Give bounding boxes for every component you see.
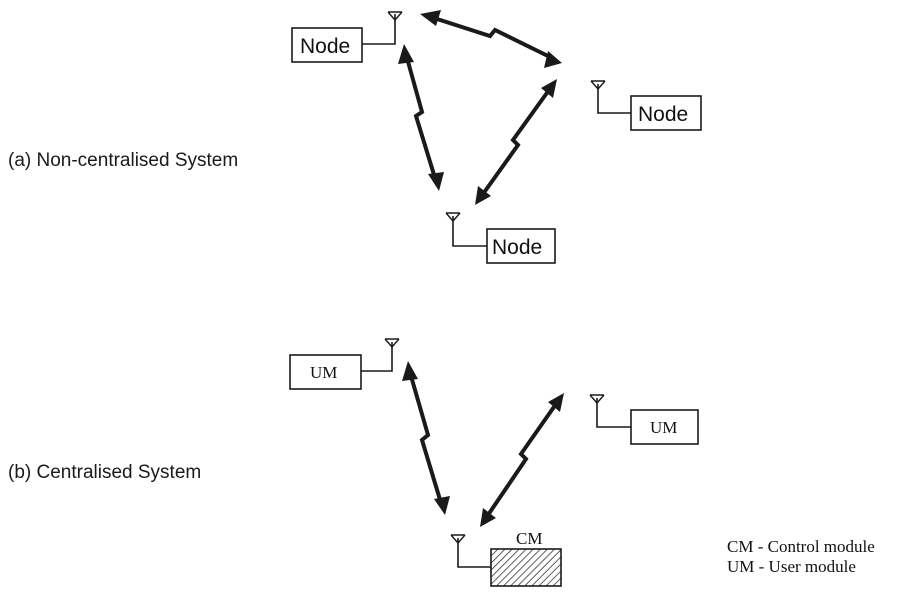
um-right: UM xyxy=(589,394,699,445)
cm-control-module: CM xyxy=(450,529,562,587)
um-label: UM xyxy=(310,363,337,382)
node-wire xyxy=(597,84,631,114)
node-wire xyxy=(362,14,396,45)
non-centralised-system: (a) Non-centralised System Node Node Nod… xyxy=(8,10,702,264)
node-bottom: Node xyxy=(445,212,556,264)
cm-label: CM xyxy=(516,529,542,548)
node-label: Node xyxy=(638,103,688,126)
antenna-icon xyxy=(450,534,466,545)
legend-cm: CM - Control module xyxy=(727,537,875,556)
caption-centralised: (b) Centralised System xyxy=(8,462,201,483)
um-wire xyxy=(361,342,393,372)
um-box xyxy=(289,354,362,390)
node-box xyxy=(630,95,702,131)
cm-wire xyxy=(457,538,491,568)
antenna-icon xyxy=(589,394,605,405)
node-top-left: Node xyxy=(291,11,403,63)
um-label: UM xyxy=(650,418,677,437)
node-right: Node xyxy=(590,80,702,131)
radio-link-top xyxy=(420,10,562,68)
um-top-left: UM xyxy=(289,338,400,390)
node-wire xyxy=(452,216,487,247)
radio-link-um-left-cm xyxy=(402,361,450,515)
node-label: Node xyxy=(300,35,350,58)
radio-link-right xyxy=(475,79,557,205)
um-box xyxy=(630,409,699,445)
antenna-icon xyxy=(590,80,606,91)
antenna-icon xyxy=(445,212,461,223)
antenna-icon xyxy=(387,11,403,22)
legend: CM - Control module UM - User module xyxy=(727,537,875,576)
caption-non-centralised: (a) Non-centralised System xyxy=(8,150,238,171)
radio-link-left xyxy=(398,44,444,191)
node-box xyxy=(486,228,556,264)
radio-link-um-right-cm xyxy=(480,393,564,527)
node-label: Node xyxy=(492,236,542,259)
antenna-icon xyxy=(384,338,400,349)
centralised-system: (b) Centralised System UM UM CM xyxy=(8,338,699,587)
cm-box xyxy=(490,548,562,587)
legend-um: UM - User module xyxy=(727,557,856,576)
um-wire xyxy=(596,398,631,428)
node-box xyxy=(291,27,363,63)
